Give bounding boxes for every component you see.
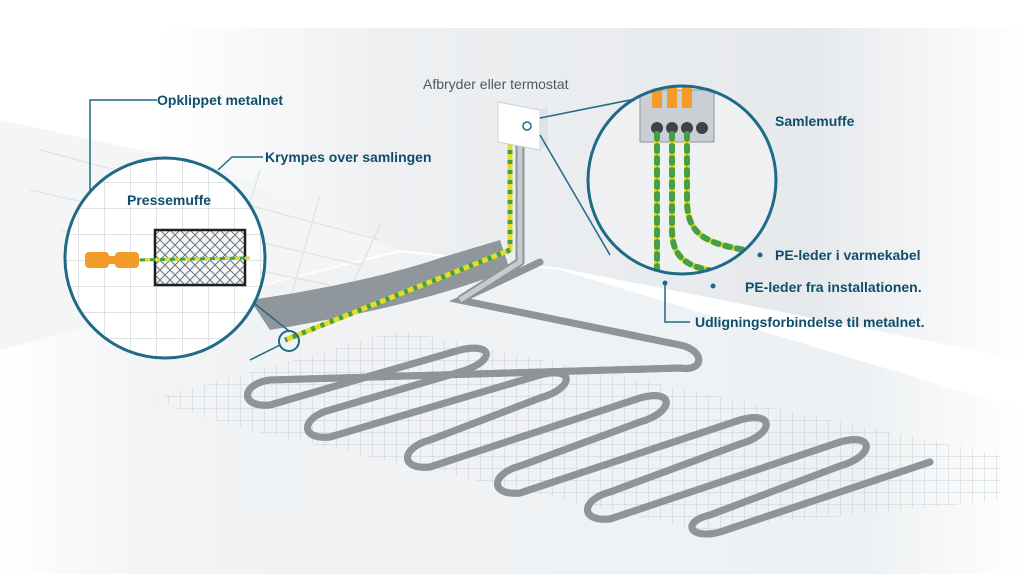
label-pe-leder-i-varmekabel: PE-leder i varmekabel xyxy=(775,247,921,263)
label-samlemuffe: Samlemuffe xyxy=(775,113,855,129)
label-udligningsforbindelse: Udligningsforbindelse til metalnet. xyxy=(695,314,925,330)
right-magnifier xyxy=(586,84,778,276)
label-krympes-over-samlingen: Krympes over samlingen xyxy=(265,149,432,165)
press-sleeve xyxy=(85,252,139,268)
label-pressemuffe: Pressemuffe xyxy=(127,192,212,208)
left-magnifier xyxy=(63,156,267,360)
screed-edge xyxy=(250,240,510,330)
label-opklippet-metalnet: Opklippet metalnet xyxy=(157,92,284,108)
heating-cable xyxy=(248,258,934,534)
label-afbryder-eller-termostat: Afbryder eller termostat xyxy=(423,76,569,92)
label-pe-leder-fra-installationen: PE-leder fra installationen. xyxy=(745,279,922,295)
